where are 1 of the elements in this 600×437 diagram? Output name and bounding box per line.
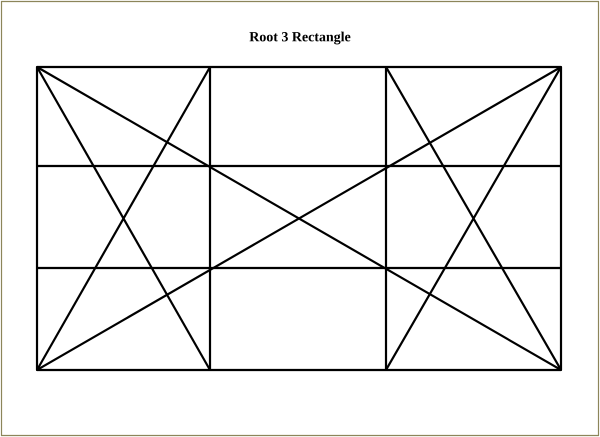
title: Root 3 Rectangle xyxy=(250,32,350,44)
